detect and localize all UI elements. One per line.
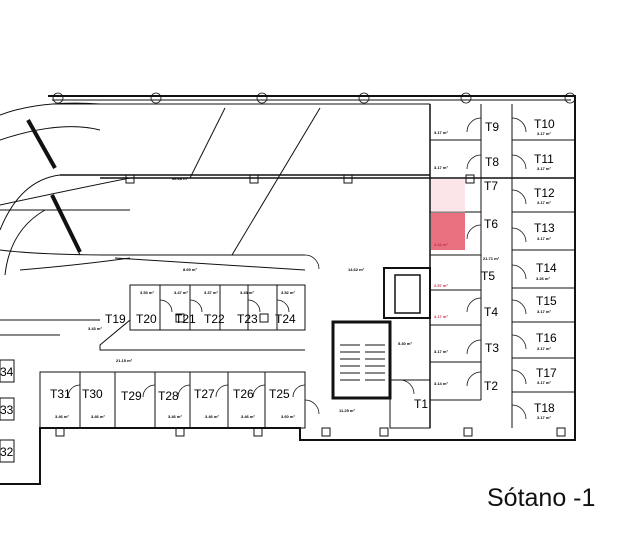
storage-area-t3: 3.17 m² (434, 349, 448, 354)
stair-enclosure (331, 320, 392, 400)
storage-area-t9: 3.17 m² (434, 130, 448, 135)
storage-unit-t23[interactable]: T23 (237, 312, 258, 326)
storage-unit-t14[interactable]: T14 (536, 261, 557, 275)
storage-unit-t31[interactable]: T31 (50, 387, 71, 401)
storage-unit-t13[interactable]: T13 (534, 221, 555, 235)
storage-t6-highlight[interactable] (431, 213, 465, 250)
storage-unit-t30[interactable]: T30 (82, 387, 103, 401)
structural-columns (55, 174, 566, 437)
floor-caption: Sótano -1 (487, 484, 596, 512)
storage-area-t24: 3.52 m² (281, 290, 295, 295)
outer-wall (0, 95, 576, 485)
storage-area-t27: 3.46 m² (205, 414, 219, 419)
storage-area-t29: 3.46 m² (91, 414, 105, 419)
storage-area-t11: 3.17 m² (537, 166, 551, 171)
storage-unit-t26[interactable]: T26 (233, 387, 254, 401)
storage-unit-t33[interactable]: 33 (0, 403, 14, 417)
ramp-diagonal (231, 107, 321, 256)
storage-unit-t11[interactable]: T11 (534, 152, 554, 166)
ramp-beam-2 (50, 194, 82, 253)
storage-unit-t25[interactable]: T25 (269, 387, 290, 401)
storage-area-t14: 3.26 m² (536, 276, 550, 281)
storage-unit-t9[interactable]: T9 (485, 120, 499, 134)
area-lobby: 14.62 m² (348, 267, 365, 272)
storage-area-t18: 3.17 m² (537, 415, 551, 420)
storage-area-t8: 3.17 m² (434, 165, 448, 170)
storage-unit-t27[interactable]: T27 (194, 387, 215, 401)
left-room-32 (0, 439, 15, 463)
area-corridor-lower: 21.15 m² (116, 358, 133, 363)
storage-dividers-top (159, 285, 278, 330)
storage-area-t22: 3.37 m² (204, 290, 218, 295)
storage-unit-t32[interactable]: 32 (0, 445, 14, 459)
ramp-beam (26, 119, 57, 169)
storage-light-highlight (431, 179, 465, 212)
storage-unit-t29[interactable]: T29 (121, 389, 142, 403)
storage-unit-t7[interactable]: T7 (484, 179, 498, 193)
elevator-cab (394, 274, 421, 314)
ramp-curve (0, 102, 131, 271)
door-swings (67, 117, 527, 420)
storage-unit-t8[interactable]: T8 (485, 155, 499, 169)
storage-unit-t34[interactable]: 34 (0, 365, 14, 379)
storage-unit-t6[interactable]: T6 (484, 217, 498, 231)
storage-unit-t12[interactable]: T12 (534, 186, 555, 200)
storage-unit-t20[interactable]: T20 (136, 312, 157, 326)
area-corridor-upper: 8.69 m² (183, 267, 197, 272)
outer-wall-inner (52, 99, 571, 105)
storage-area-t10: 3.17 m² (537, 131, 551, 136)
storage-unit-t17[interactable]: T17 (536, 366, 557, 380)
storage-unit-t10[interactable]: T10 (534, 117, 555, 131)
storage-area-t4: 4.17 m² (434, 314, 448, 319)
storage-area-t2: 3.14 m² (434, 381, 448, 386)
storage-area-t21: 3.47 m² (174, 290, 188, 295)
storage-unit-t5[interactable]: T5 (481, 269, 495, 283)
storage-area-t6: 3.34 m² (434, 242, 448, 247)
storage-unit-t18[interactable]: T18 (534, 401, 555, 415)
storage-area-t23: 3.43 m² (240, 290, 254, 295)
storage-row-top (129, 284, 306, 331)
storage-area-t17: 3.17 m² (537, 380, 551, 385)
storage-area-t28: 3.46 m² (168, 414, 182, 419)
storage-unit-t22[interactable]: T22 (204, 312, 225, 326)
area-elevator-hall: 5.30 m² (398, 341, 412, 346)
stair-treads (340, 344, 385, 381)
area-ramp: 68.68 m² (172, 176, 189, 181)
storage-unit-t4[interactable]: T4 (484, 305, 498, 319)
corridor-wall (99, 254, 306, 351)
storage-unit-t19[interactable]: T19 (105, 312, 126, 326)
left-room-34 (0, 359, 15, 383)
storage-area-t19: 3.43 m² (88, 326, 102, 331)
storage-area-t25: 3.60 m² (281, 414, 295, 419)
storage-unit-t21[interactable]: T21 (175, 312, 196, 326)
right-column-rows (512, 139, 575, 393)
storage-area-t5: 2.57 m² (434, 283, 448, 288)
storage-area-t15: 3.17 m² (537, 309, 551, 314)
area-right-corridor: 21.71 m² (483, 256, 500, 261)
storage-area-t26: 3.46 m² (241, 414, 255, 419)
grid-markers (52, 92, 576, 104)
storage-unit-t28[interactable]: T28 (158, 389, 179, 403)
storage-area-t12: 3.17 m² (537, 200, 551, 205)
storage-area-t13: 3.17 m² (537, 236, 551, 241)
storage-unit-t24[interactable]: T24 (275, 312, 296, 326)
area-stair-hall: 11.25 m² (339, 408, 355, 413)
storage-unit-t2[interactable]: T2 (484, 379, 498, 393)
ramp-diagonal-2 (189, 107, 226, 179)
storage-unit-t3[interactable]: T3 (485, 341, 499, 355)
storage-unit-t1[interactable]: T1 (414, 397, 428, 411)
storage-unit-t16[interactable]: T16 (536, 331, 557, 345)
storage-area-t20: 3.53 m² (140, 290, 154, 295)
storage-area-t30: 3.46 m² (55, 414, 69, 419)
storage-area-t16: 3.17 m² (537, 346, 551, 351)
storage-unit-t15[interactable]: T15 (536, 294, 557, 308)
storage-dividers-bottom (79, 372, 266, 428)
left-room-33 (0, 397, 15, 421)
